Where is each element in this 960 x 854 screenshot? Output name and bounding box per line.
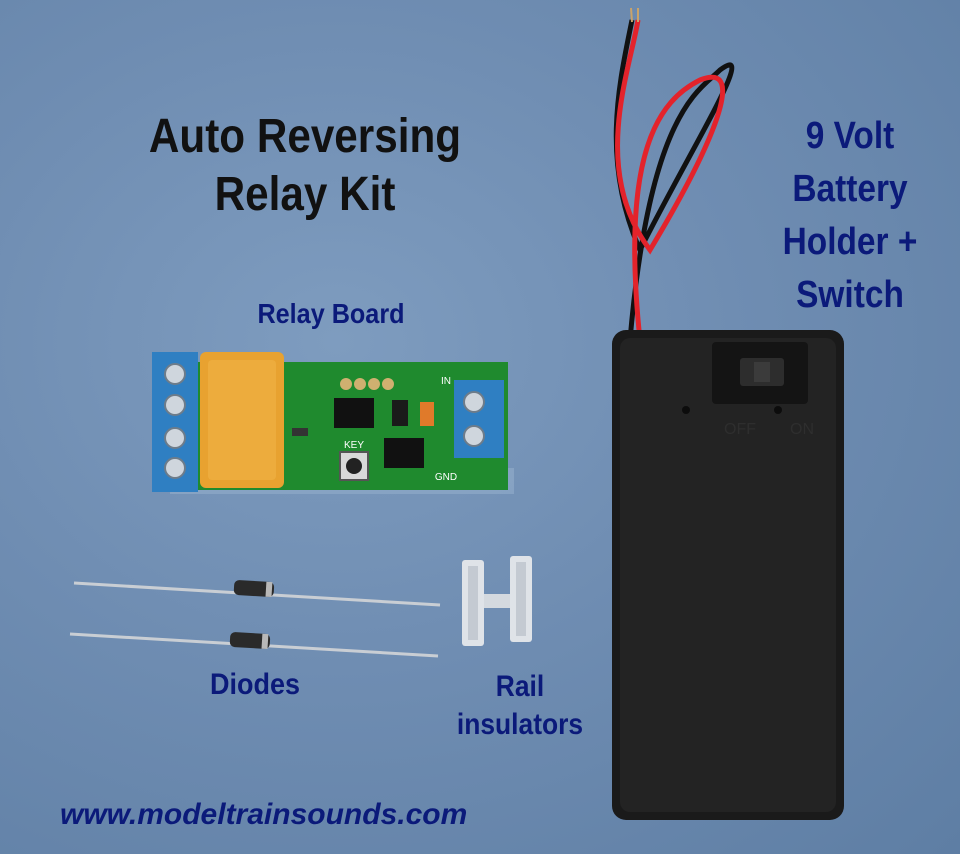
page-title: Auto Reversing Relay Kit <box>120 108 490 224</box>
battery-switch-on: ON <box>790 421 814 438</box>
rail-label-line-2: insulators <box>456 708 584 741</box>
pcb-in-text: IN <box>441 376 451 387</box>
battery-holder <box>612 330 844 820</box>
right-terminal-block <box>454 380 504 458</box>
title-line-1: Auto Reversing <box>148 110 462 163</box>
rail-insulators <box>462 556 532 646</box>
battery-label-line-1: 9 Volt <box>805 115 895 157</box>
diode-bottom <box>69 632 439 658</box>
battery-label-line-3: Holder + <box>782 221 918 263</box>
website-url: www.modeltrainsounds.com <box>60 798 468 831</box>
pcb-gnd-text: GND <box>435 472 457 483</box>
battery-label-line-2: Battery <box>792 168 908 210</box>
rail-insulators-label: Rail insulators <box>450 668 591 744</box>
relay-board <box>152 352 514 494</box>
diode-top <box>73 580 441 607</box>
battery-switch-off: OFF <box>724 421 756 438</box>
battery-label: 9 Volt Battery Holder + Switch <box>780 110 921 322</box>
battery-label-line-4: Switch <box>796 274 904 316</box>
pcb-key-text: KEY <box>344 440 364 451</box>
diodes-label: Diodes <box>209 668 301 701</box>
ic-chip <box>334 398 374 428</box>
relay-board-label: Relay Board <box>257 298 405 329</box>
title-line-2: Relay Kit <box>214 168 396 221</box>
rail-label-line-1: Rail <box>495 670 545 703</box>
battery-wires <box>613 7 735 341</box>
